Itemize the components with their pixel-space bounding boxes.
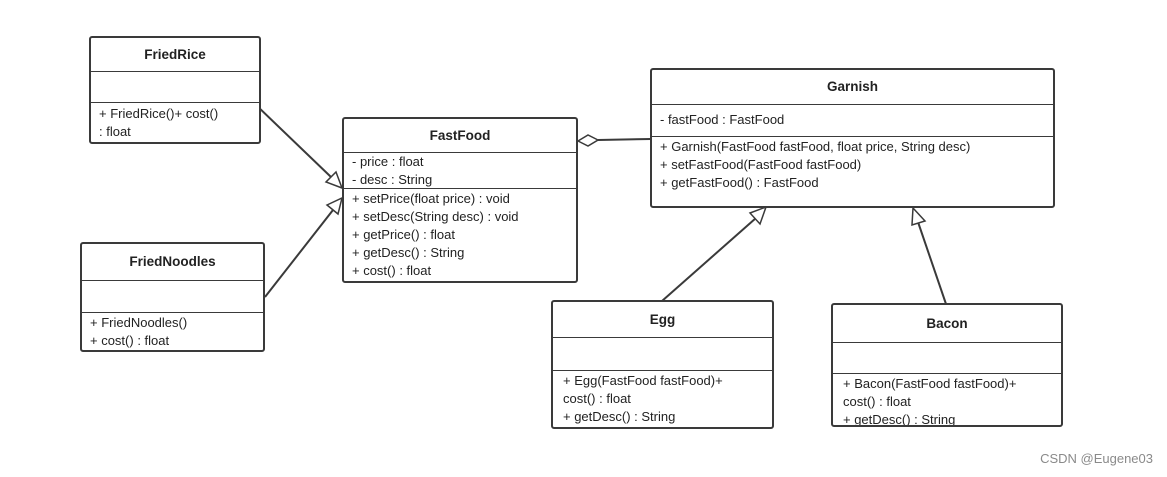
- method: + cost() : float: [352, 263, 432, 278]
- class-name: Bacon: [833, 305, 1061, 343]
- class-name: Egg: [553, 302, 772, 338]
- generalization-arrowhead-egg: [748, 205, 768, 226]
- class-name: FastFood: [344, 119, 576, 153]
- generalization-arrowhead-friednoodles: [325, 196, 344, 216]
- method: + Bacon(FastFood fastFood)+: [843, 376, 1017, 391]
- method: + setPrice(float price) : void: [352, 191, 510, 206]
- attributes-compartment: [833, 343, 1061, 374]
- class-fastfood: FastFood - price : float - desc : String…: [342, 117, 578, 283]
- methods-compartment: + Garnish(FastFood fastFood, float price…: [652, 137, 1053, 192]
- method: : float: [99, 124, 131, 139]
- attributes-compartment: [553, 338, 772, 371]
- method: + cost() : float: [90, 333, 170, 348]
- method: + getDesc() : String: [843, 412, 956, 425]
- method: + getFastFood() : FastFood: [660, 175, 819, 190]
- methods-compartment: + Bacon(FastFood fastFood)+ cost() : flo…: [833, 374, 1061, 425]
- class-friednoodles: FriedNoodles + FriedNoodles() + cost() :…: [80, 242, 265, 352]
- method: + setDesc(String desc) : void: [352, 209, 519, 224]
- method: + Garnish(FastFood fastFood, float price…: [660, 139, 971, 154]
- generalization-line-egg: [661, 217, 757, 302]
- generalization-arrowhead-bacon: [911, 206, 927, 227]
- method: + setFastFood(FastFood fastFood): [660, 157, 862, 172]
- method: cost() : float: [843, 394, 911, 409]
- attributes-compartment: [82, 281, 263, 313]
- methods-compartment: + FriedNoodles() + cost() : float: [82, 313, 263, 350]
- class-garnish: Garnish - fastFood : FastFood + Garnish(…: [650, 68, 1055, 208]
- class-egg: Egg + Egg(FastFood fastFood)+ cost() : f…: [551, 300, 774, 429]
- class-bacon: Bacon + Bacon(FastFood fastFood)+ cost()…: [831, 303, 1063, 427]
- method: + getDesc() : String: [563, 409, 676, 424]
- attribute: - price : float: [352, 154, 424, 169]
- generalization-line-friednoodles: [264, 209, 334, 298]
- class-name: FriedNoodles: [82, 244, 263, 281]
- attributes-compartment: [91, 72, 259, 103]
- class-name: FriedRice: [91, 38, 259, 72]
- generalization-line-bacon: [917, 221, 947, 305]
- aggregation-line-garnish: [597, 138, 652, 141]
- method: cost() : float: [563, 391, 631, 406]
- methods-compartment: + setPrice(float price) : void + setDesc…: [344, 189, 576, 280]
- attributes-compartment: - price : float - desc : String: [344, 153, 576, 189]
- attributes-compartment: - fastFood : FastFood: [652, 105, 1053, 137]
- class-name: Garnish: [652, 70, 1053, 105]
- method: + getDesc() : String: [352, 245, 465, 260]
- method: + getPrice() : float: [352, 227, 455, 242]
- generalization-arrowhead-friedrice: [324, 170, 344, 190]
- methods-compartment: + Egg(FastFood fastFood)+ cost() : float…: [553, 371, 772, 426]
- method: + FriedRice()+ cost(): [99, 106, 219, 121]
- method: + Egg(FastFood fastFood)+: [563, 373, 723, 388]
- methods-compartment: + FriedRice()+ cost() : float: [91, 103, 259, 141]
- watermark-text: CSDN @Eugene03: [1040, 451, 1153, 466]
- attribute: - fastFood : FastFood: [660, 112, 785, 127]
- method: + FriedNoodles(): [90, 315, 188, 330]
- aggregation-diamond: [576, 134, 600, 147]
- attribute: - desc : String: [352, 172, 433, 187]
- class-friedrice: FriedRice + FriedRice()+ cost() : float: [89, 36, 261, 144]
